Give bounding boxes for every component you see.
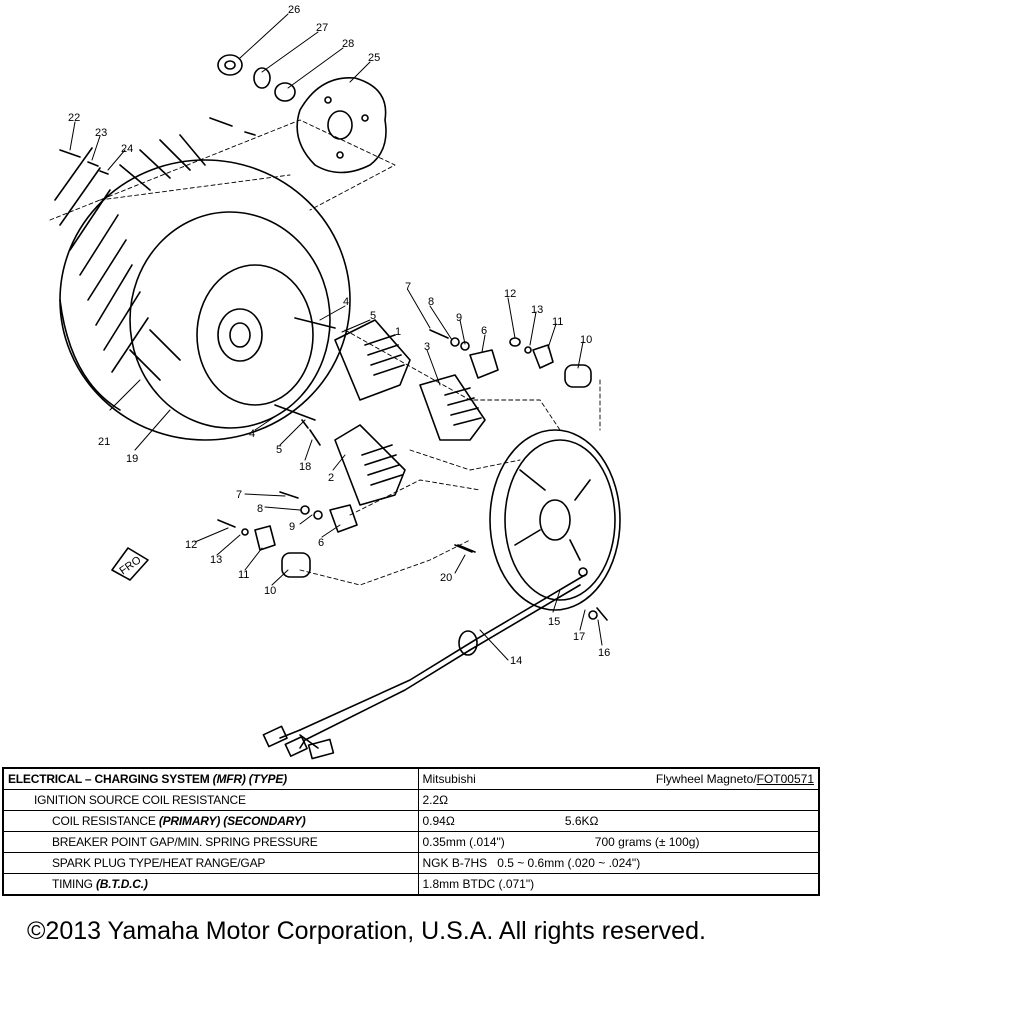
part-labels: 26 27 28 25 22 23 24 4 5 1 7 8 9 6 12 13… [68,4,610,667]
part-label: 24 [121,143,133,155]
alignment-lines [49,119,601,586]
flywheel [54,134,351,441]
table-row: COIL RESISTANCE (PRIMARY) (SECONDARY) 0.… [2,810,820,832]
part-label: 9 [289,521,295,533]
part-label: 6 [318,537,324,549]
spec-value: 0.35mm (.014") 700 grams (± 100g) [417,831,820,853]
coil-1 [334,319,411,401]
part-label: 22 [68,112,80,124]
part-label: 8 [428,296,434,308]
coil-2 [334,424,406,506]
table-row: ELECTRICAL – CHARGING SYSTEM (MFR) (TYPE… [2,767,820,790]
spec-value: NGK B-7HS 0.5 ~ 0.6mm (.020 ~ .024") [417,852,820,874]
part-label: 10 [580,334,592,346]
table-row: BREAKER POINT GAP/MIN. SPRING PRESSURE 0… [2,831,820,853]
spec-table: ELECTRICAL – CHARGING SYSTEM (MFR) (TYPE… [2,767,820,896]
part-label: 1 [395,326,401,338]
part-label: 2 [328,472,334,484]
wire-harness [262,544,608,760]
part-label: 19 [126,453,138,465]
hardware-lower [217,419,476,578]
part-label: 27 [316,22,328,34]
part-label: 13 [210,554,222,566]
part-label: 5 [276,444,282,456]
spec-label: IGNITION SOURCE COIL RESISTANCE [2,789,419,811]
breaker-plate [296,77,387,174]
spec-label: COIL RESISTANCE (PRIMARY) (SECONDARY) [2,810,419,832]
spec-label: TIMING (B.T.D.C.) [2,873,419,896]
part-label: 11 [552,316,563,328]
part-label: 10 [264,585,276,597]
part-label: 16 [598,647,610,659]
part-label: 15 [548,616,560,628]
spec-value: Mitsubishi Flywheel Magneto/FOT00571 [417,767,820,790]
part-label: 6 [481,325,487,337]
part-label: 11 [238,569,249,581]
stator-plate [489,429,621,611]
part-label: 14 [510,655,522,667]
table-row: IGNITION SOURCE COIL RESISTANCE 2.2Ω [2,789,820,811]
front-marker-icon [111,547,149,581]
part-label: 13 [531,304,543,316]
part-label: 26 [288,4,300,16]
exploded-parts-diagram: 26 27 28 25 22 23 24 4 5 1 7 8 9 6 12 13… [49,4,621,760]
leader-lines [69,13,603,661]
spec-value: 1.8mm BTDC (.071") [417,873,820,896]
hardware-upper [429,329,592,388]
part-label: 12 [504,288,516,300]
part-label: 7 [405,281,411,293]
part-label: 5 [370,310,376,322]
part-label: 8 [257,503,263,515]
spec-value: 0.94Ω 5.6KΩ [417,810,820,832]
part-label: 23 [95,127,107,139]
part-label: 21 [98,436,110,448]
part-label: 7 [236,489,242,501]
spec-label: ELECTRICAL – CHARGING SYSTEM (MFR) (TYPE… [2,767,419,790]
coil-3 [419,374,486,441]
part-label: 25 [368,52,380,64]
part-label: 18 [299,461,311,473]
part-label: 12 [185,539,197,551]
part-label: 4 [343,296,349,308]
part-label: 4 [249,428,255,440]
nut-washers [59,54,296,175]
part-label: 9 [456,312,462,324]
part-label: 28 [342,38,354,50]
bolts-4 [274,317,336,421]
spec-value: 2.2Ω [417,789,820,811]
part-label: 20 [440,572,452,584]
part-label: 17 [573,631,585,643]
spec-label: SPARK PLUG TYPE/HEAT RANGE/GAP [2,852,419,874]
table-row: TIMING (B.T.D.C.) 1.8mm BTDC (.071") [2,873,820,896]
table-row: SPARK PLUG TYPE/HEAT RANGE/GAP NGK B-7HS… [2,852,820,874]
part-label: 3 [424,341,430,353]
spec-label: BREAKER POINT GAP/MIN. SPRING PRESSURE [2,831,419,853]
copyright-notice: ©2013 Yamaha Motor Corporation, U.S.A. A… [27,917,706,945]
